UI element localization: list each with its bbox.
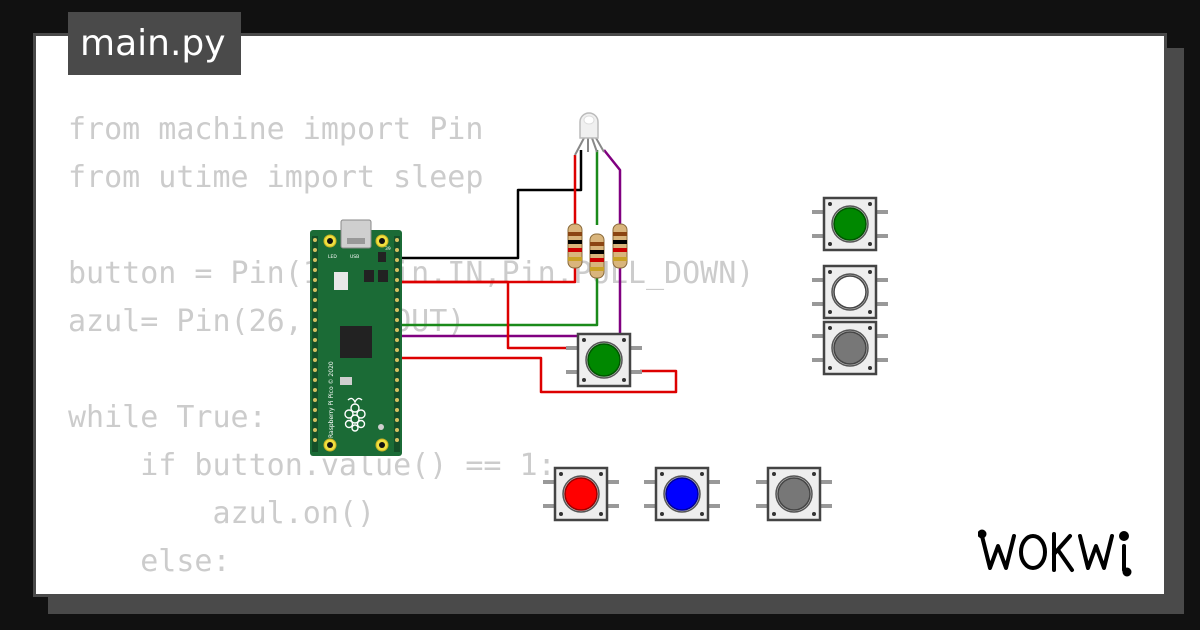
- resistor-green: [589, 233, 605, 279]
- file-tab-label: main.py: [80, 23, 226, 64]
- button-green[interactable]: [810, 196, 890, 252]
- wire-red-button-b: [396, 356, 678, 394]
- button-white[interactable]: [810, 264, 890, 320]
- pin-number-label: 39: [385, 246, 391, 252]
- resistor-purple: [612, 223, 628, 269]
- button-gray-bottom[interactable]: [754, 466, 834, 522]
- led-label: LED: [328, 254, 337, 260]
- code-line: azul.on(): [68, 496, 376, 531]
- raspberry-logo: [344, 397, 366, 432]
- button-green-board[interactable]: [564, 332, 644, 388]
- rgb-led: [574, 112, 605, 156]
- code-line: from machine import Pin: [68, 112, 484, 147]
- code-line: else:: [68, 544, 231, 579]
- board-silkscreen-label: Raspberry Pi Pico © 2020: [328, 361, 335, 438]
- button-red[interactable]: [541, 466, 621, 522]
- wire-black: [396, 150, 583, 260]
- code-line: azul.off(): [68, 586, 754, 594]
- wire-red-res: [396, 268, 577, 284]
- wire-purple-led: [603, 149, 622, 225]
- pico-board: LED USB 39 Raspberry Pi Pico © 2020: [310, 219, 402, 456]
- file-tab[interactable]: main.py: [68, 12, 241, 75]
- wokwi-logo: [978, 529, 1132, 577]
- button-gray-right[interactable]: [810, 320, 890, 376]
- usb-label: USB: [350, 254, 359, 260]
- code-line: from utime import sleep: [68, 160, 484, 195]
- wire-red-button-a: [396, 280, 590, 350]
- code-line: while True:: [68, 400, 267, 435]
- preview-card: from machine import Pin from utime import…: [33, 33, 1167, 597]
- button-blue[interactable]: [642, 466, 722, 522]
- resistor-red: [567, 223, 583, 269]
- wire-green-res: [396, 268, 599, 327]
